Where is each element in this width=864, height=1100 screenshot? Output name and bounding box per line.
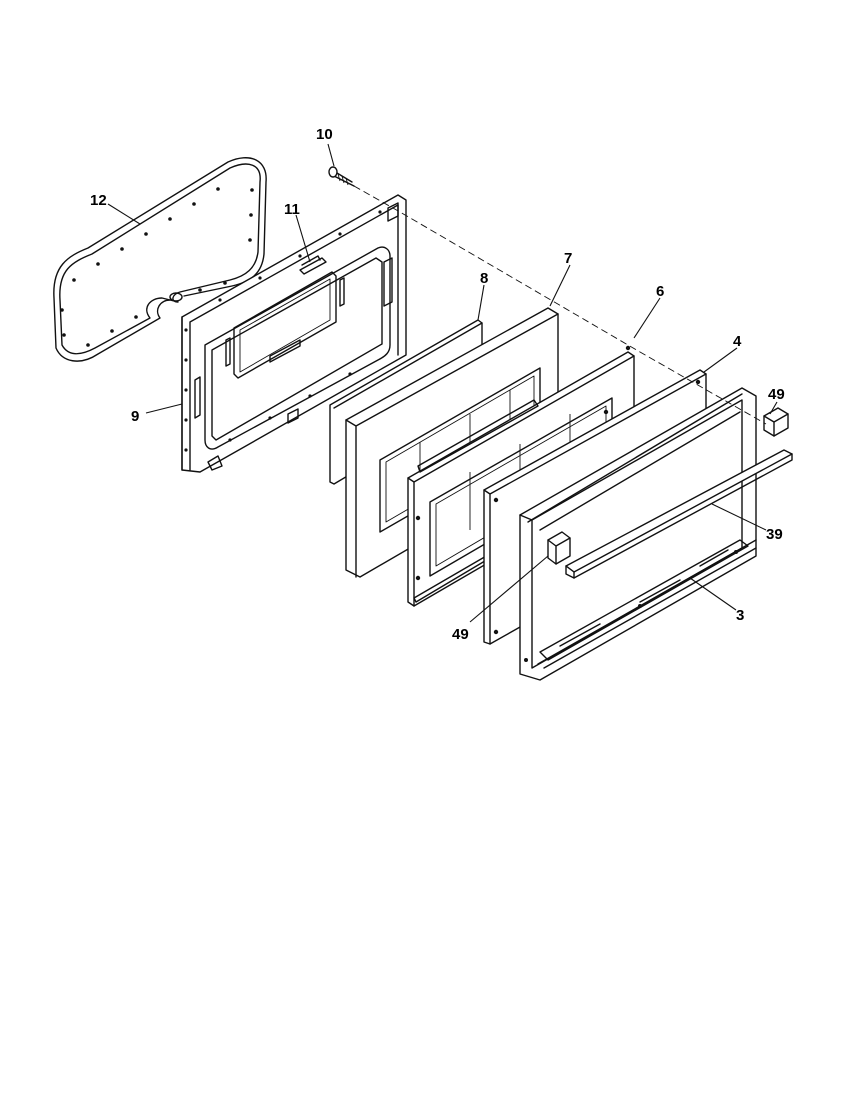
callout-39: 39 (766, 526, 783, 543)
callout-3: 3 (736, 607, 744, 624)
callout-49-left: 49 (452, 626, 469, 643)
part-49-end-cap-right (763, 407, 789, 437)
part-49-end-cap-left (547, 531, 571, 565)
part-10-screw (328, 166, 355, 187)
callout-10: 10 (316, 126, 333, 143)
leader-lines (107, 143, 778, 623)
part-11-bracket (299, 255, 327, 275)
callout-8: 8 (480, 270, 488, 287)
alignment-line (353, 185, 767, 425)
callout-12: 12 (90, 192, 107, 209)
callout-4: 4 (733, 333, 742, 350)
callout-6: 6 (656, 283, 664, 300)
part-39-handle (565, 449, 793, 579)
callout-9: 9 (131, 408, 139, 425)
callout-49-right: 49 (768, 386, 785, 403)
part-9-inner-door-frame (181, 194, 407, 473)
callout-7: 7 (564, 250, 572, 267)
part-12-door-gasket (53, 157, 267, 362)
callout-11: 11 (284, 201, 300, 218)
